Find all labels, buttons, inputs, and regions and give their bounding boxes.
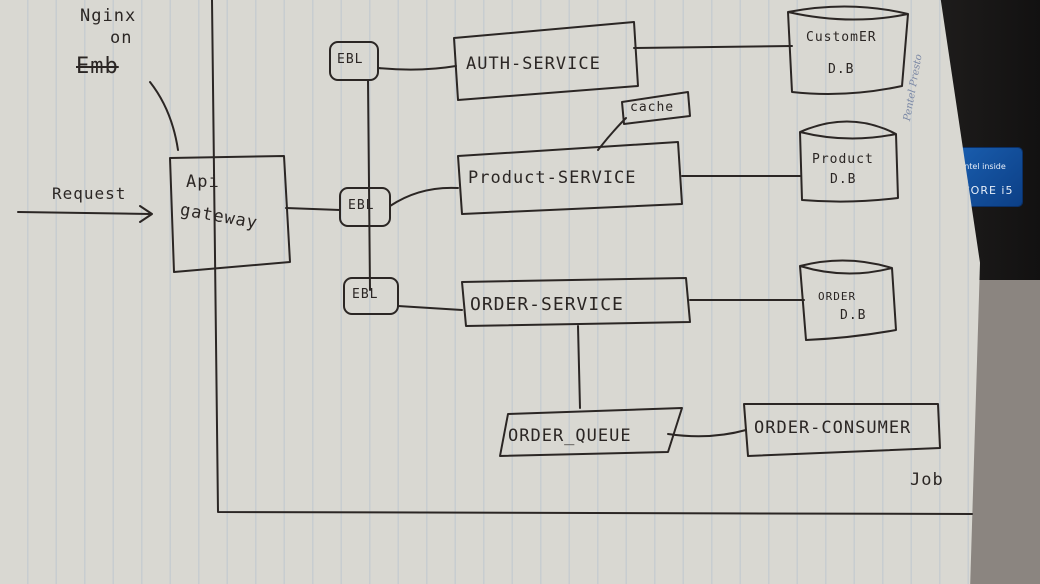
product-db-cylinder (799, 120, 899, 203)
order-service-label: ORDER-SERVICE (470, 294, 624, 315)
order-db-cylinder (799, 259, 897, 341)
ebl-box-auth (329, 41, 379, 81)
customer-db-label-line2: D.B (828, 62, 855, 77)
order-db-label-line1: ORDER (818, 290, 857, 303)
system-boundary (211, 0, 973, 515)
order-queue-box (499, 407, 683, 457)
ebl-to-auth-link (377, 65, 457, 71)
api-gateway-label-line1: Api (186, 172, 220, 192)
auth-service-box (453, 21, 639, 101)
ebl-connector (367, 79, 371, 291)
nginx-label-line3: Emb (76, 54, 119, 79)
nginx-to-gateway-link (149, 81, 179, 151)
api-gateway-box (169, 155, 291, 273)
customer-db-label-line1: CustomER (806, 30, 877, 45)
request-label: Request (52, 184, 127, 203)
cache-box (621, 91, 691, 125)
nginx-label-line2: on (110, 28, 133, 48)
ebl-label-product: EBL (348, 198, 375, 213)
order-consumer-box (743, 403, 941, 457)
ebl-label-auth: EBL (337, 52, 364, 67)
order-db-label-line2: D.B (840, 308, 867, 323)
nginx-label-line1: Nginx (80, 6, 137, 26)
job-label: Job (910, 470, 944, 490)
auth-service-label: AUTH-SERVICE (466, 54, 601, 74)
customer-db-cylinder (787, 5, 909, 95)
order-consumer-label: ORDER-CONSUMER (754, 418, 912, 438)
cache-label: cache (630, 100, 675, 115)
ebl-to-product-link (389, 186, 459, 207)
ebl-to-order-link (397, 305, 463, 311)
ebl-box-product (339, 187, 391, 227)
auth-to-customer-db-link (633, 45, 793, 49)
product-db-label-line1: Product (812, 152, 874, 167)
product-to-cache-link (597, 117, 627, 151)
ebl-label-order: EBL (352, 287, 379, 302)
product-service-box (457, 141, 683, 215)
order-service-box (461, 277, 691, 327)
queue-to-consumer-link (667, 429, 747, 438)
gateway-to-ebl-link (285, 207, 341, 211)
order-queue-label: ORDER_QUEUE (508, 426, 632, 446)
product-db-label-line2: D.B (830, 172, 857, 187)
order-to-queue-link (577, 325, 581, 409)
product-service-label: Product-SERVICE (468, 168, 637, 188)
sticker-core: CORE i5 (962, 184, 1014, 197)
sticker-text: intel inside (962, 162, 1006, 171)
request-arrow (17, 205, 153, 223)
ebl-box-order (343, 277, 399, 315)
